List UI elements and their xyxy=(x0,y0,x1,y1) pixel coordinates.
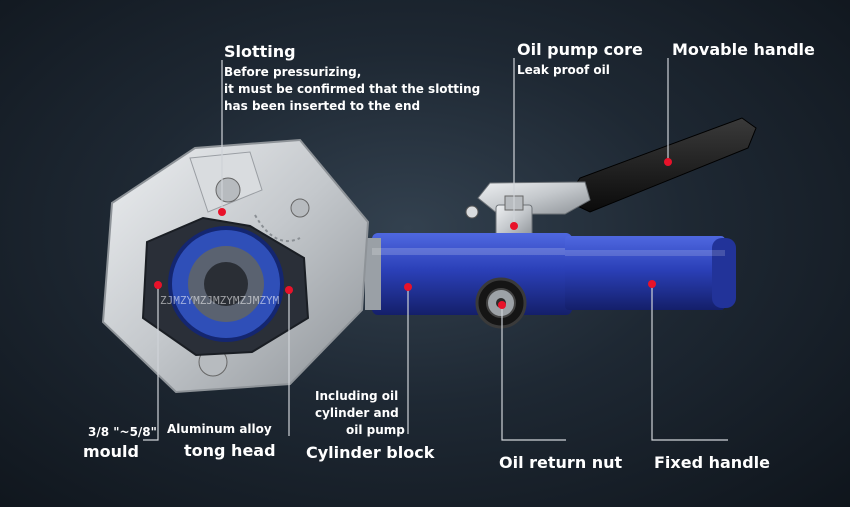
marker-oil-return-nut xyxy=(498,301,506,309)
markers xyxy=(154,158,672,309)
label-mould-size: 3/8 "~5/8" xyxy=(88,425,157,439)
marker-fixed-handle xyxy=(648,280,656,288)
marker-mould xyxy=(154,281,162,289)
leader-fixed-handle xyxy=(651,284,728,441)
label-slotting-note-3: has been inserted to the end xyxy=(224,99,421,113)
label-slotting-note-2: it must be confirmed that the slotting xyxy=(224,82,481,96)
mould xyxy=(141,216,310,357)
label-aluminum-alloy: Aluminum alloy xyxy=(167,422,272,436)
label-oil-return-nut: Oil return nut xyxy=(499,453,623,472)
leader-mould xyxy=(143,285,159,441)
marker-movable-handle xyxy=(664,158,672,166)
label-leak-proof-oil: Leak proof oil xyxy=(517,63,610,77)
label-cylinder-note-3: oil pump xyxy=(346,423,405,437)
label-slotting-note-1: Before pressurizing, xyxy=(224,65,362,79)
label-fixed-handle: Fixed handle xyxy=(654,453,770,472)
leader-lines xyxy=(143,58,728,441)
cylinder-block xyxy=(365,233,572,315)
label-movable-handle: Movable handle xyxy=(672,40,815,59)
marker-slotting xyxy=(218,208,226,216)
label-mould: mould xyxy=(83,442,139,461)
watermark-text: ZJMZYMZJMZYMZJMZYM xyxy=(160,294,280,307)
label-slotting: Slotting xyxy=(224,42,296,61)
label-cylinder-block: Cylinder block xyxy=(306,443,435,462)
label-cylinder-note-2: cylinder and xyxy=(315,406,399,420)
marker-cylinder-block xyxy=(404,283,412,291)
fixed-handle xyxy=(565,236,736,310)
label-tong-head: tong head xyxy=(184,441,276,460)
label-cylinder-note-1: Including oil xyxy=(315,389,399,403)
label-oil-pump-core: Oil pump core xyxy=(517,40,643,59)
leader-oil-return-nut xyxy=(501,305,566,441)
marker-oil-pump-core xyxy=(510,222,518,230)
marker-tong-head xyxy=(285,286,293,294)
